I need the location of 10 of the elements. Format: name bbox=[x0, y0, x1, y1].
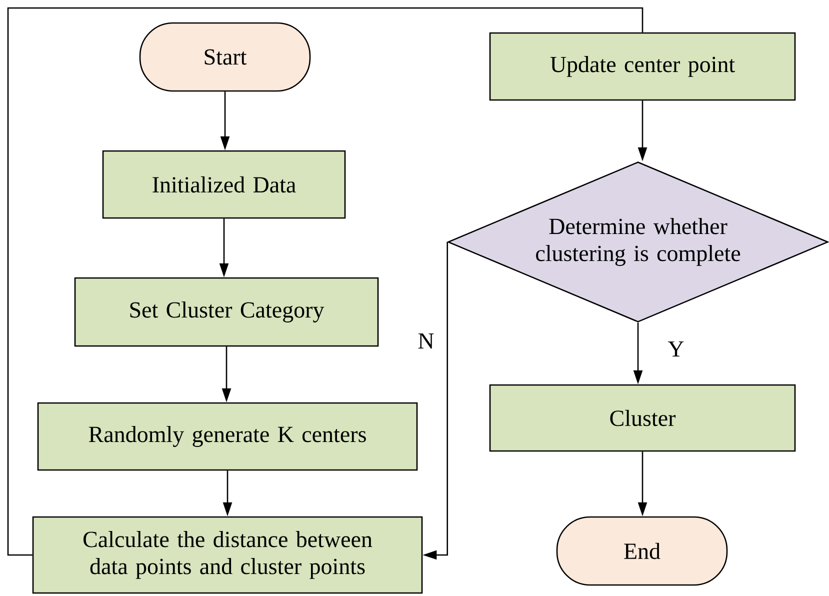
process-box: Set Cluster Category bbox=[74, 277, 379, 347]
terminal-box: End bbox=[556, 516, 728, 586]
process-box: Update center point bbox=[489, 32, 796, 101]
process-box: Calculate the distance between data points and cluster points bbox=[32, 516, 423, 594]
terminal-box: Start bbox=[139, 22, 311, 92]
process-box: Cluster bbox=[489, 384, 796, 452]
edge-label: N bbox=[416, 332, 436, 350]
process-box: Randomly generate K centers bbox=[37, 402, 418, 471]
process-box: Initialized Data bbox=[102, 150, 346, 219]
edge-label: Y bbox=[666, 340, 686, 358]
